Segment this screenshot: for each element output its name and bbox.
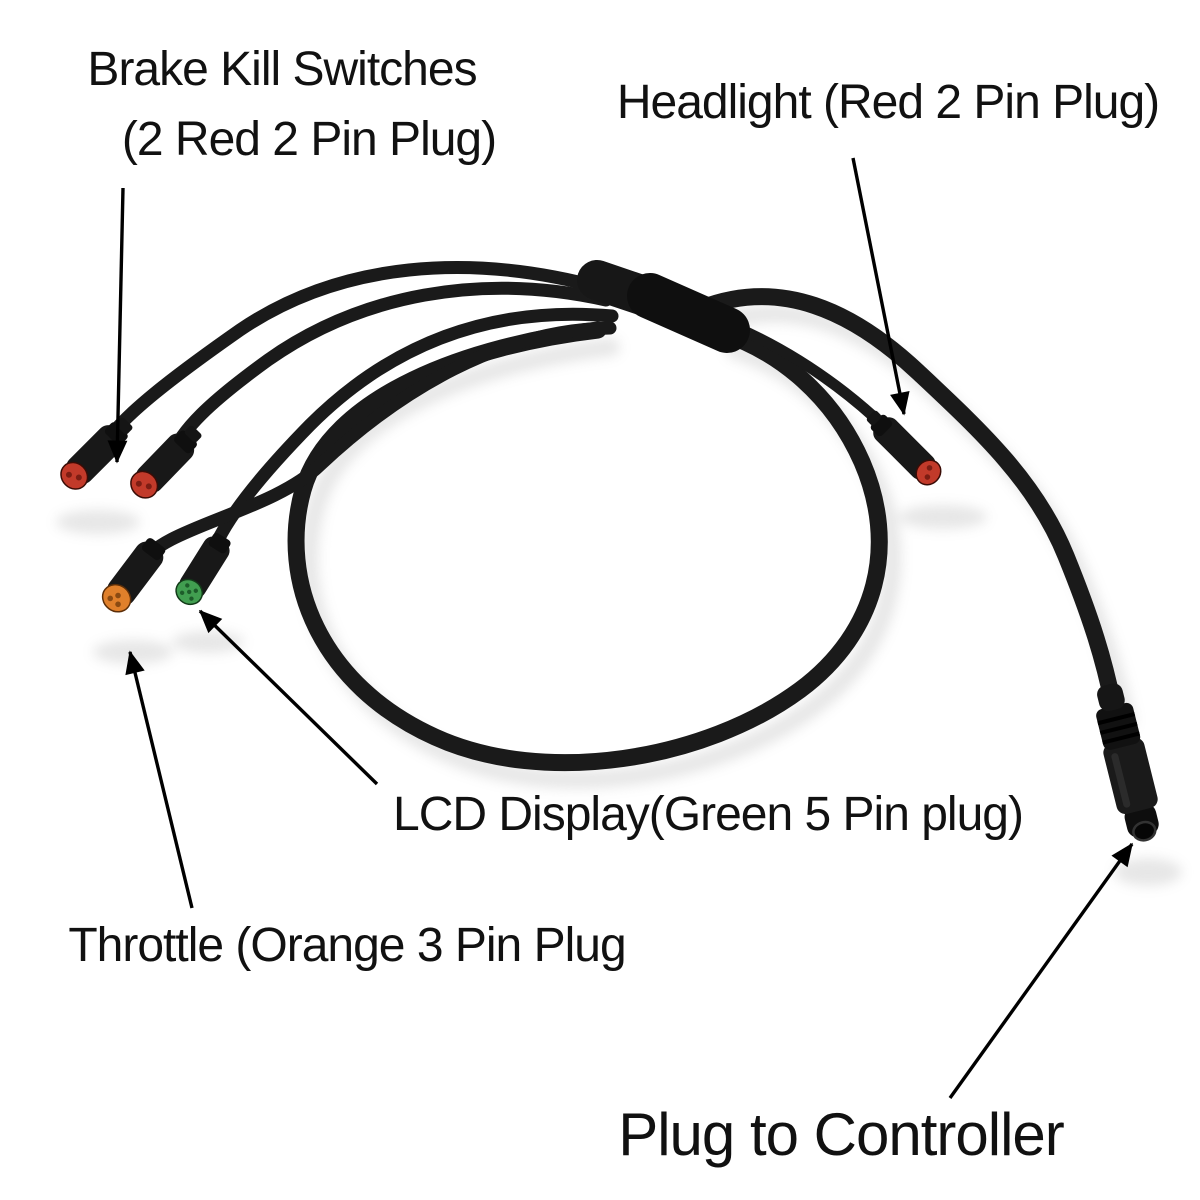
headlight-label: Headlight (Red 2 Pin Plug)	[616, 76, 1160, 129]
brake2-cable	[164, 281, 613, 464]
controller-cable	[693, 288, 1122, 713]
brake1-cable	[97, 261, 609, 453]
brake-connector-1	[60, 417, 133, 490]
lcd-label: LCD Display(Green 5 Pin plug)	[393, 788, 1024, 841]
brake-connector-2	[130, 425, 202, 499]
annotation-arrows	[107, 157, 1134, 1099]
throttle-connector	[101, 538, 166, 613]
headlight-connector	[866, 410, 942, 486]
lcd-connector	[175, 533, 231, 606]
headlight-arrow	[851, 157, 910, 416]
brake-label-line1: Brake Kill Switches	[87, 43, 477, 96]
junction-sleeve	[577, 260, 750, 353]
controller-plug	[1096, 683, 1159, 842]
throttle-label: Throttle (Orange 3 Pin Plug	[68, 919, 626, 972]
coil-cable	[287, 321, 888, 772]
controller-label: Plug to Controller	[618, 1101, 1065, 1168]
lcd-arrow	[198, 609, 379, 786]
throttle-cable	[136, 321, 617, 570]
brake-arrow	[107, 187, 128, 464]
brake-label-line2: (2 Red 2 Pin Plug)	[121, 113, 497, 166]
controller-arrow	[948, 842, 1134, 1099]
throttle-arrow	[125, 650, 194, 909]
